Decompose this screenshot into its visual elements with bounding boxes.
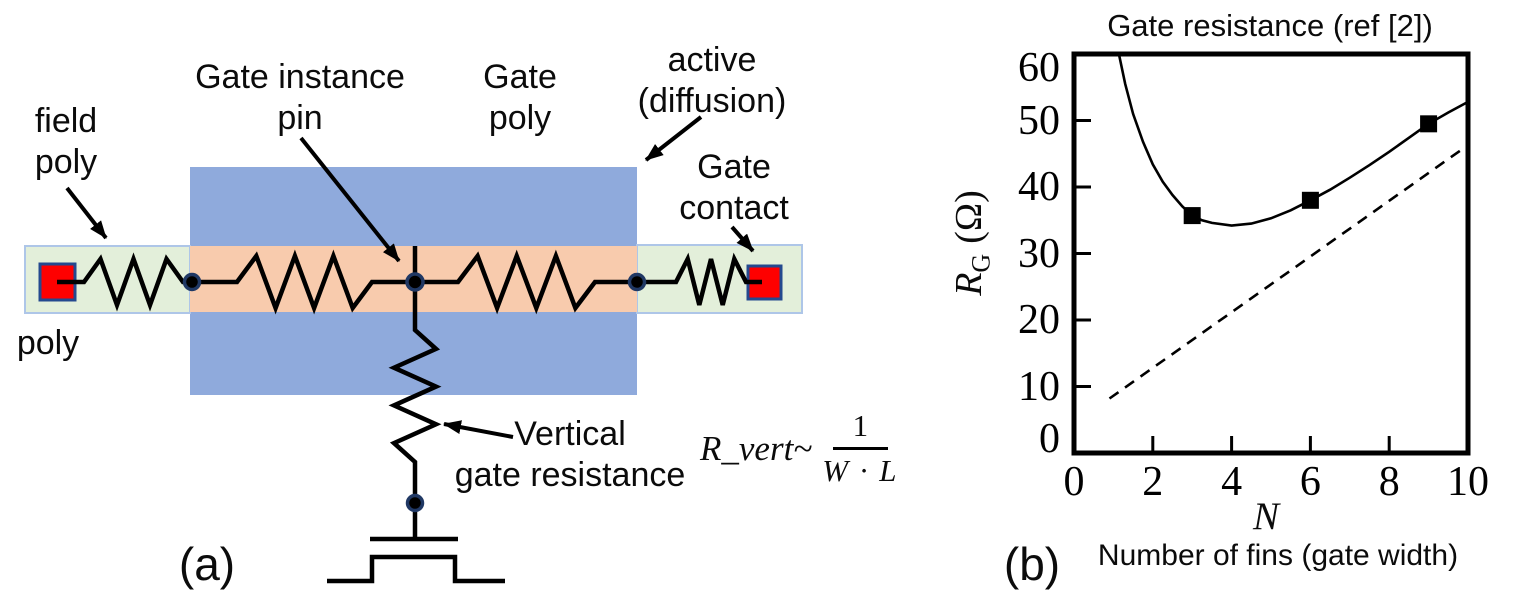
field-poly-label: field poly: [34, 102, 98, 181]
chart-title: Gate resistance (ref [2]): [1107, 8, 1433, 43]
y-tick-label-40: 40: [1018, 164, 1060, 210]
y-tick-label-60: 60: [1018, 45, 1060, 91]
gate-contact-label: Gate contact: [679, 148, 789, 227]
formula-denominator: W ∙ L: [822, 453, 899, 488]
data-point-square: [1183, 207, 1201, 225]
active-diffusion-label: active (diffusion): [637, 41, 787, 120]
x-tick-label-2: 2: [1142, 459, 1164, 505]
panel-b-tag: (b): [1003, 538, 1061, 590]
junction-dots: [182, 272, 647, 513]
y-tick-label-20: 20: [1018, 297, 1060, 343]
y-tick-label-30: 30: [1018, 230, 1060, 277]
x-axis-caption: Number of fins (gate width): [1097, 539, 1459, 572]
y-tick-label-0: 0: [1039, 416, 1060, 462]
x-tick-label-0: 0: [1063, 459, 1085, 505]
mosfet-channel: [327, 554, 505, 584]
resistor-vertical-gate: [388, 246, 442, 539]
vertical-resistance-formula: R_vert~ 1 W ∙ L: [700, 408, 899, 489]
field-poly-arrow: [65, 186, 108, 240]
mosfet-symbol: [327, 536, 505, 584]
gate-instance-pin-dot: [405, 272, 425, 292]
x-axis-label: N: [1252, 495, 1279, 538]
vertical-gate-resistance-arrow: [443, 420, 514, 439]
formula-numerator: 1: [832, 408, 889, 450]
annotation-arrows: [65, 115, 755, 439]
y-tick-label-50: 50: [1018, 97, 1060, 144]
data-point-square: [1420, 115, 1438, 133]
resistor-network: [57, 246, 762, 539]
series-dashed-line: [1108, 144, 1469, 400]
vertical-gate-resistance-label: Vertical gate resistance: [454, 415, 686, 494]
resistor-gate-poly-right: [415, 249, 637, 315]
formula-lhs: R_vert~: [700, 428, 813, 468]
gate-contact-arrow: [730, 225, 755, 253]
x-tick-label-8: 8: [1378, 459, 1400, 505]
resistor-gate-poly-left: [192, 249, 415, 315]
panel-a-tag: (a): [178, 538, 236, 590]
resistor-field-poly-right: [637, 252, 762, 306]
plot-frame: [1071, 51, 1471, 456]
formula-fraction: 1 W ∙ L: [822, 408, 898, 489]
gate-instance-pin-label: Gate instance pin: [195, 58, 405, 137]
junction-dot-right: [627, 272, 647, 292]
junction-dot-vertical: [405, 493, 425, 513]
active-diffusion-arrow: [644, 115, 703, 162]
y-tick-label-10: 10: [1018, 363, 1060, 410]
resistor-field-poly-left: [57, 252, 192, 312]
gate-instance-pin-arrow: [299, 136, 401, 263]
x-tick-label-4: 4: [1221, 459, 1243, 505]
gate-resistance-chart: [1071, 51, 1471, 456]
data-point-square: [1301, 191, 1319, 209]
gate-poly-label: Gate poly: [483, 58, 557, 137]
poly-label: poly: [16, 324, 80, 362]
x-tick-label-10: 10: [1447, 459, 1489, 505]
series-solid-curve: [1117, 53, 1469, 227]
junction-dot-left: [182, 272, 202, 292]
x-tick-label-6: 6: [1299, 459, 1321, 505]
